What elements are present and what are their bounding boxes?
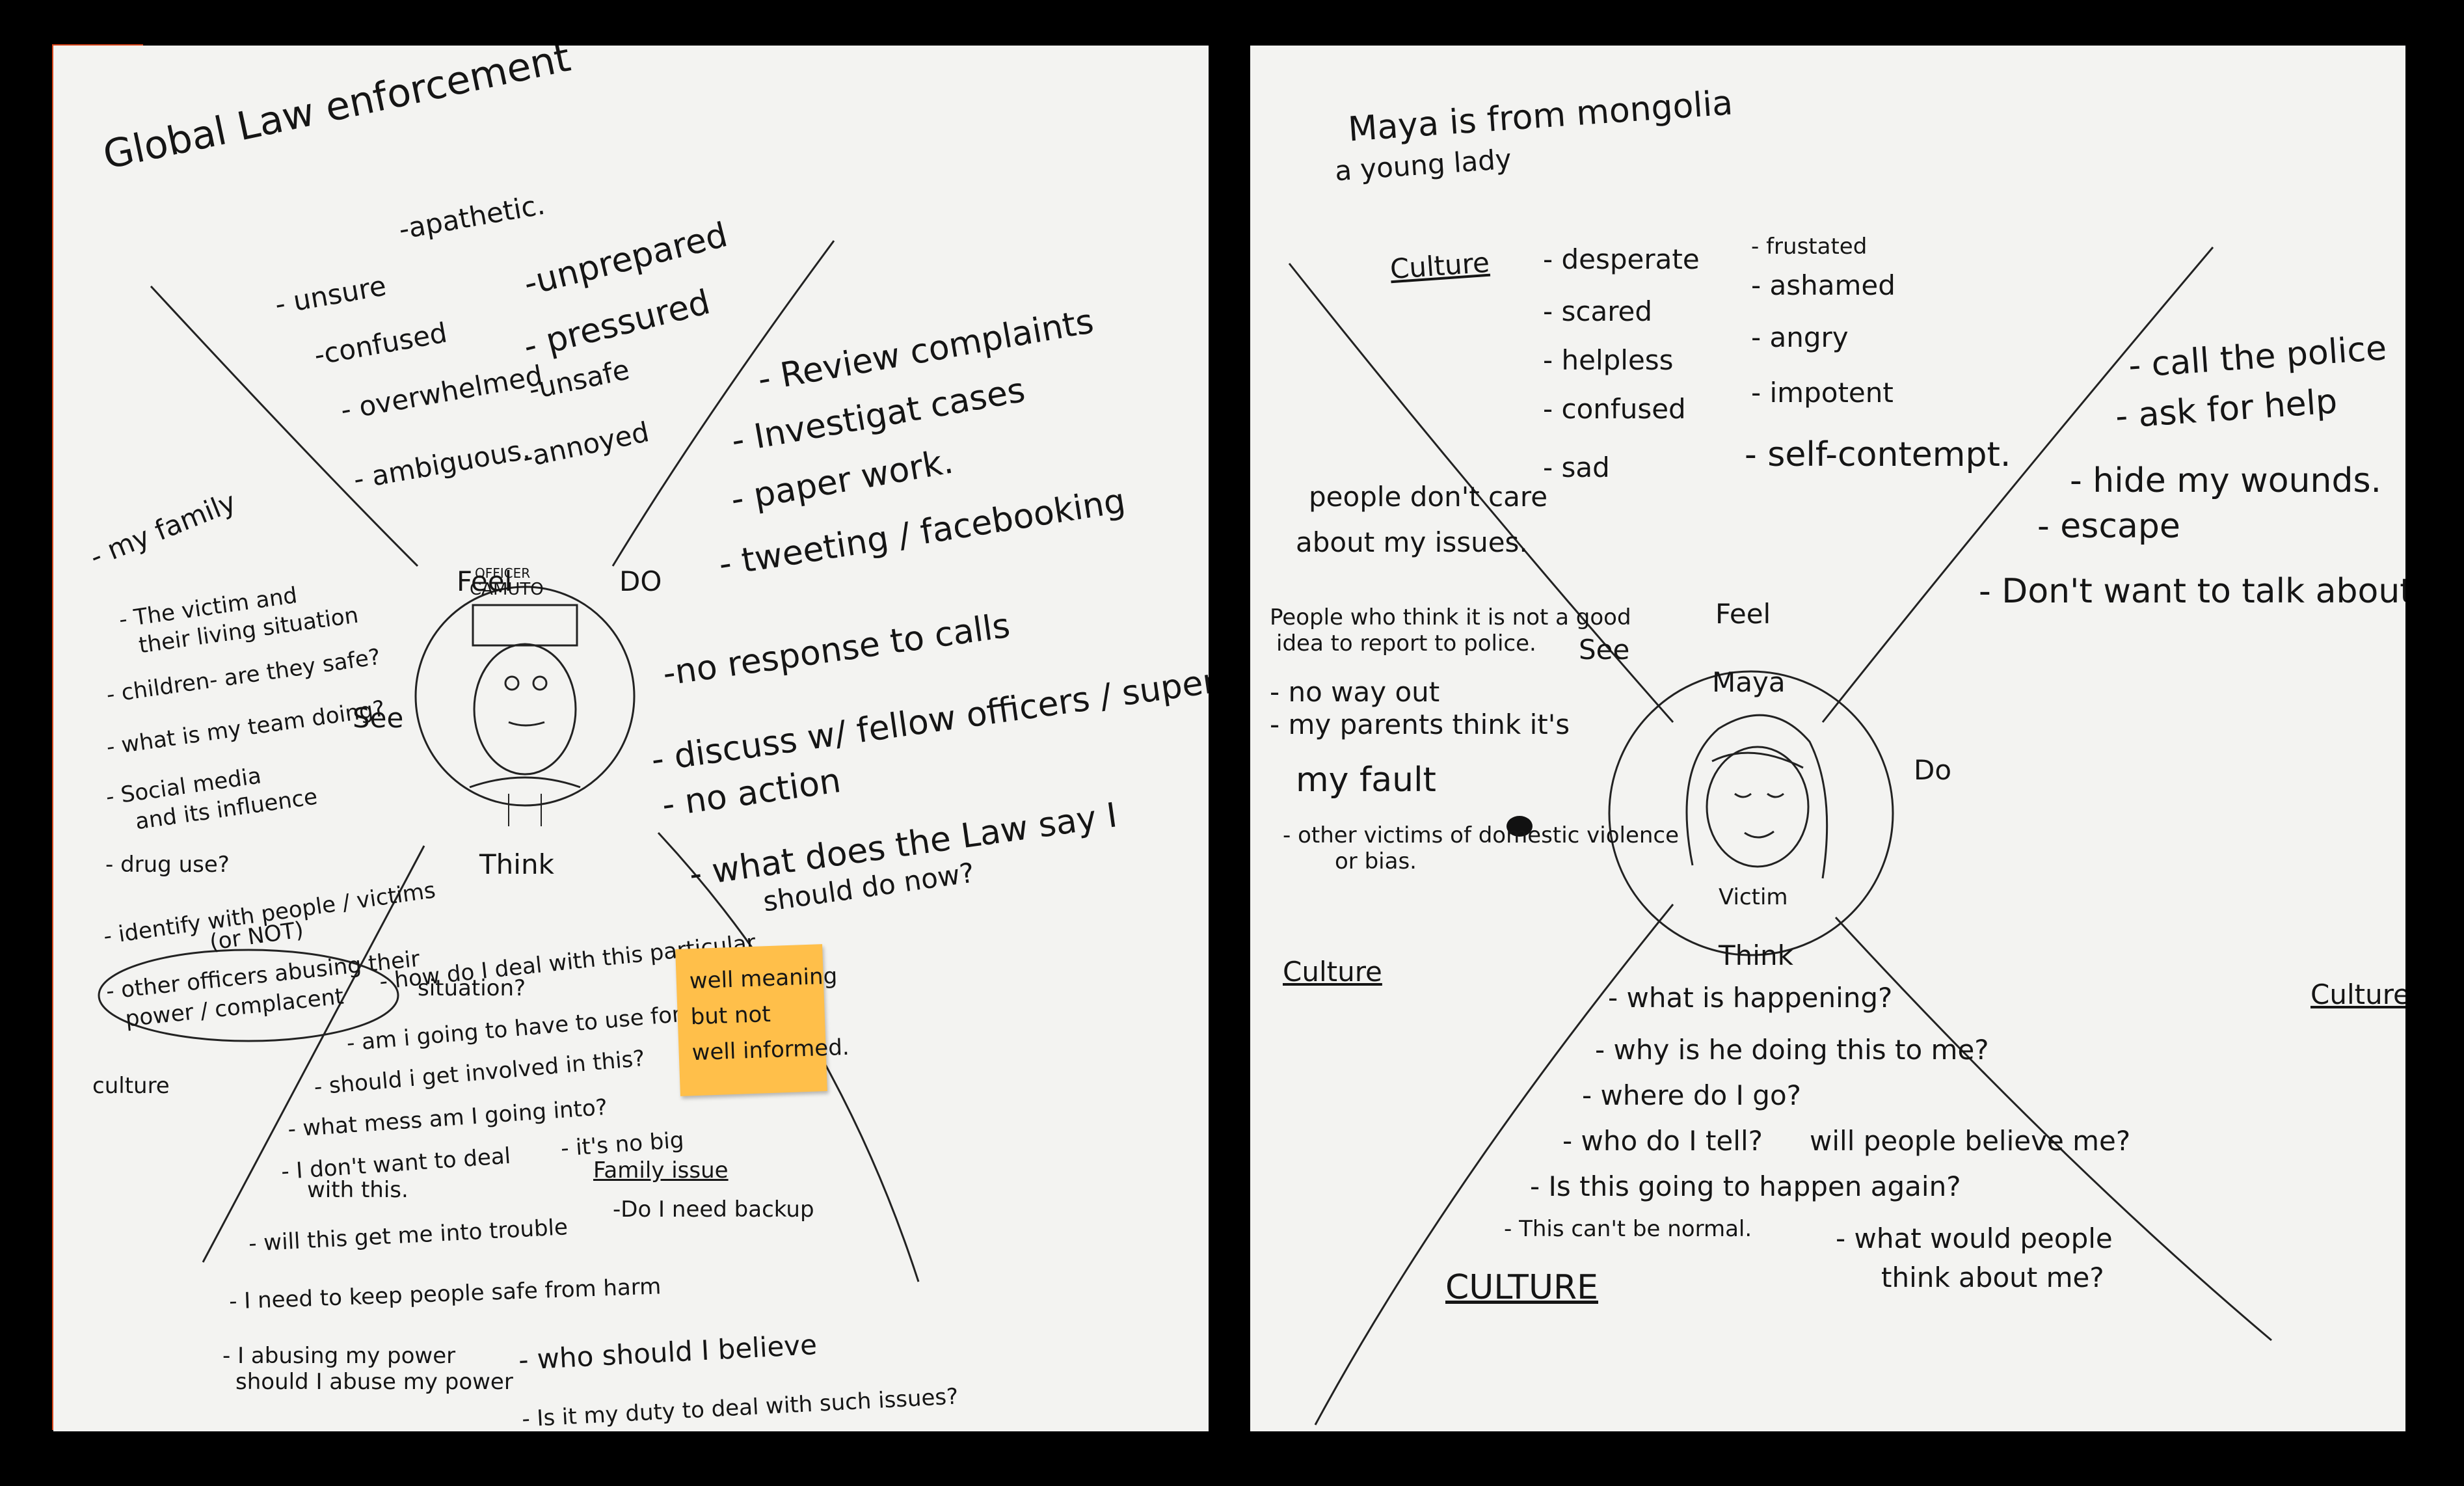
feel-item: - desperate <box>1543 243 1700 275</box>
feel-item: - ashamed <box>1751 269 1895 301</box>
think-label: Think <box>1719 939 1793 971</box>
victim-role: Victim <box>1719 884 1788 910</box>
culture-label: culture <box>92 1073 170 1099</box>
see-item: about my issues. <box>1296 526 1528 558</box>
think-item: will people believe me? <box>1810 1125 2131 1157</box>
think-item: with this. <box>307 1177 408 1203</box>
feel-item: - self-contempt. <box>1745 435 2011 474</box>
think-item: -Do I need backup <box>613 1196 814 1223</box>
think-item: situation? <box>418 975 526 1001</box>
empathy-map-victim: Maya is from mongolia a young lady Feel … <box>1250 46 2405 1431</box>
feel-label: Feel <box>1715 598 1771 630</box>
culture-label: Culture <box>1283 956 1382 988</box>
think-item: should I abuse my power <box>235 1369 513 1395</box>
culture-label: Culture <box>2310 979 2405 1010</box>
do-item: - hide my wounds. <box>2070 461 2382 500</box>
think-item: think about me? <box>1881 1262 2104 1293</box>
think-item: - Is this going to happen again? <box>1530 1170 1961 1202</box>
think-label: Think <box>479 848 554 880</box>
feel-item: - impotent <box>1751 377 1894 409</box>
see-label: See <box>353 702 404 734</box>
think-item: - what would people <box>1836 1223 2113 1254</box>
officer-name: CAMUTO <box>470 580 544 599</box>
feel-item: - scared <box>1543 295 1653 327</box>
feel-item: - sad <box>1543 452 1610 483</box>
see-item: - my parents think it's <box>1270 709 1570 740</box>
sticky-note-line: well informed. <box>691 1034 850 1066</box>
see-item: or bias. <box>1335 848 1417 874</box>
map-divider-lines <box>1288 247 2272 1425</box>
see-label: See <box>1579 634 1630 666</box>
feel-item: - confused <box>1543 393 1686 425</box>
do-label: DO <box>619 565 662 597</box>
see-item: - no way out <box>1270 676 1440 708</box>
think-item: Family issue <box>593 1157 729 1183</box>
sticky-note-line: well meaning <box>689 963 838 995</box>
think-item: - where do I go? <box>1582 1079 1801 1111</box>
officer-title: OFFICER <box>475 565 531 581</box>
see-item: - other victims of domestic violence <box>1283 822 1680 848</box>
empathy-map-law-enforcement: Global Law enforcement Feel DO See Think… <box>53 46 1209 1431</box>
see-item: my fault <box>1296 761 1436 800</box>
feel-label: Feel <box>457 565 513 597</box>
culture-label: CULTURE <box>1445 1268 1598 1307</box>
see-item: - drug use? <box>105 852 230 878</box>
see-item: People who think it is not a good <box>1270 604 1631 630</box>
sticky-note: well meaning but not well informed. <box>675 944 850 1096</box>
feel-item: - helpless <box>1543 344 1674 376</box>
victim-name: Maya <box>1712 666 1786 698</box>
think-item: - what is happening? <box>1608 982 1893 1014</box>
see-item: people don't care <box>1309 481 1548 513</box>
think-item: - This can't be normal. <box>1504 1216 1752 1242</box>
do-item: - escape <box>2037 507 2180 546</box>
feel-item: - frustated <box>1751 234 1868 260</box>
sticky-note-line: but not <box>690 1001 771 1031</box>
think-item: - who do I tell? <box>1562 1125 1763 1157</box>
map-divider-lines <box>98 240 920 1282</box>
think-item: - why is he doing this to me? <box>1595 1034 1989 1066</box>
feel-item: - angry <box>1751 321 1849 353</box>
think-item: - I abusing my power <box>222 1343 456 1369</box>
see-item: idea to report to police. <box>1276 630 1536 656</box>
do-item: - Don't want to talk about it. <box>1979 572 2405 611</box>
do-label: Do <box>1914 754 1952 786</box>
